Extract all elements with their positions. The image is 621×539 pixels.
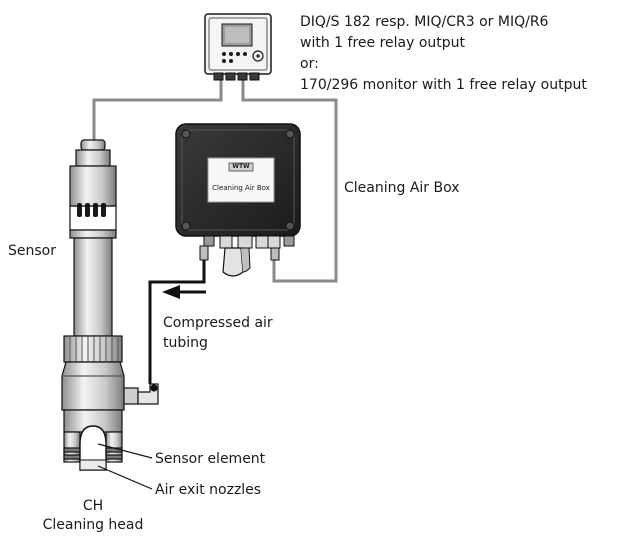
air-box-muffler [222,247,244,277]
controller-cable-glands [213,72,260,81]
sensor-label: Sensor [8,243,56,259]
air-box-label: Cleaning Air Box [344,180,460,196]
air-box-outlet-fitting [199,245,209,261]
airflow-arrow [162,285,206,299]
sensor-element-label: Sensor element [155,451,266,467]
controller-unit [204,13,272,81]
air-exit-nozzles-label: Air exit nozzles [155,482,262,498]
pointer-lines [97,443,153,490]
sensor-element [79,425,107,471]
controller-keys [222,52,247,63]
air-box-panel-text: Cleaning Air Box [212,184,270,192]
cleaning-head-abbrev: CH [82,498,104,514]
tubing-label-line2: tubing [163,335,208,351]
cleaning-head [61,361,159,471]
controller-to-sensor-cable [92,80,223,145]
controller-label-line2: with 1 free relay output [300,35,466,51]
tubing-label-line1: Compressed air [163,315,273,331]
air-box-logo [228,162,254,172]
cleaning-head-air-inlet [123,387,139,405]
air-box-logo-text: WTW [232,163,250,170]
cleaning-head-label: Cleaning head [42,517,144,533]
compressed-air-tubing [148,260,206,384]
controller-to-airbox-cable [241,80,338,283]
controller-label-line1: DIQ/S 182 resp. MIQ/CR3 or MIQ/R6 [300,14,549,30]
controller-label-line4: 170/296 monitor with 1 free relay output [300,77,587,93]
controller-label-line3: or: [300,56,319,72]
sensor-body [63,139,123,363]
cleaning-air-box [175,123,301,277]
air-box-glands [203,235,295,249]
